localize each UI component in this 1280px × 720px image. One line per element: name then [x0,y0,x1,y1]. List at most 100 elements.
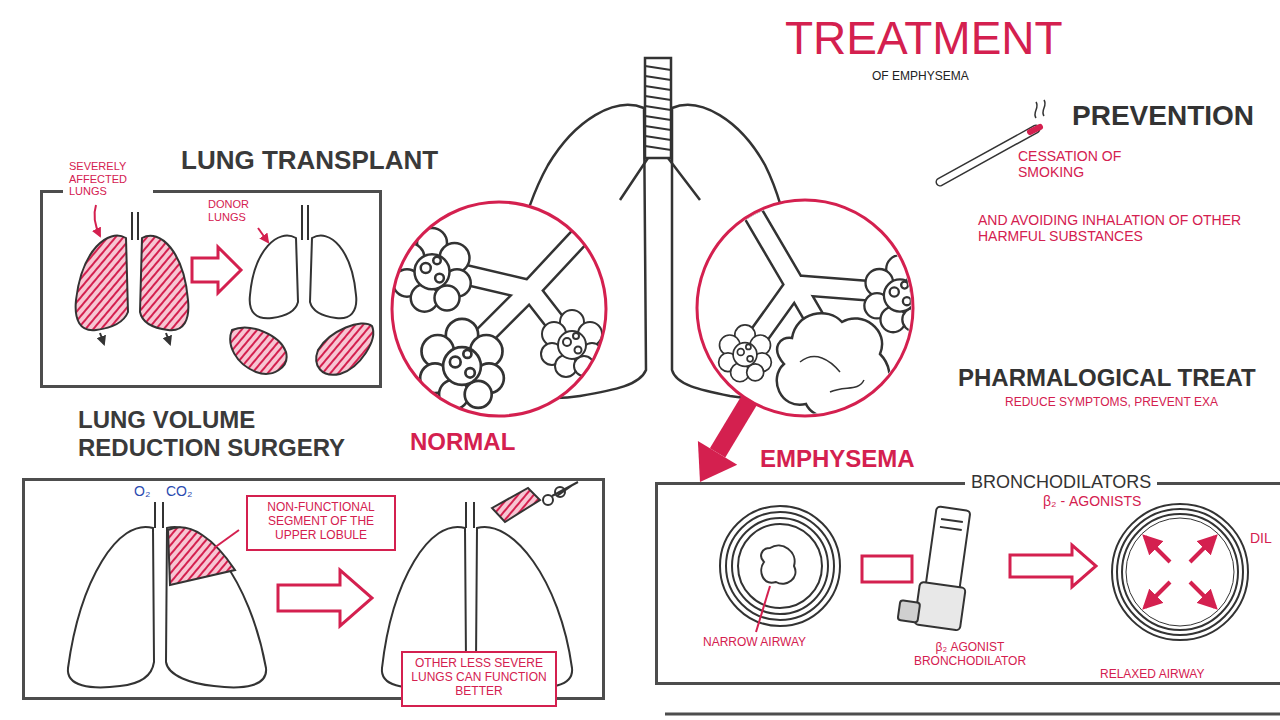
lungs-before [168,527,235,585]
emphysema-alveoli [719,205,936,418]
diseased-lungs [140,236,188,330]
zoom-ground [391,201,607,417]
narrow-airway [732,518,828,614]
diseased-lungs [76,236,128,331]
dilation-arrows [1145,582,1170,607]
note: CESSATION OF SMOKING [1018,148,1158,180]
lungs-after [492,488,540,522]
removal-arrow [100,333,170,344]
arrowhead [698,441,737,482]
callout-box: NON-FUNCTIONAL SEGMENT OF THE UPPER LOBU… [246,495,396,551]
panel-heading: LUNG VOLUME REDUCTION SURGERY [78,406,368,461]
block-arrow [278,570,372,626]
narrow-airway [720,506,840,626]
removed-lobes [230,323,373,374]
circle-outline [695,198,915,418]
donor-lungs [302,205,308,240]
lungs-before [68,502,266,687]
callout-box: OTHER LESS SEVERE LUNGS CAN FUNCTION BET… [401,651,557,707]
section-heading: PREVENTION [1072,100,1254,132]
inhaler [925,506,970,592]
circle-outline [392,202,606,416]
connector-arrow [698,400,749,482]
dilation-arrows [1190,537,1215,562]
relaxed-airway [1122,514,1238,630]
callout-text: NON-FUNCTIONAL SEGMENT OF THE UPPER LOBU… [253,501,389,542]
inhaler [898,600,921,623]
relaxed-airway [1117,509,1243,635]
scissors [552,482,578,496]
panel-subheading: β₂ - AGONISTS [1043,493,1141,509]
relaxed-airway [1112,504,1248,640]
narrow-airway [738,524,822,608]
lungs-outline [620,158,700,200]
emphysema-alveoli [864,255,935,332]
scissors [543,495,553,505]
leader-line [214,530,239,548]
donor-lungs [310,236,356,319]
normal-alveoli [420,319,504,409]
panel-heading: LUNG TRANSPLANT [181,146,438,176]
inhaler [897,503,976,631]
title: TREATMENT [785,12,1063,65]
scissors [543,482,578,505]
circle-label: NORMAL [410,428,515,456]
note: AND AVOIDING INHALATION OF OTHER HARMFUL… [978,212,1258,244]
emphysema-alveoli [800,357,864,392]
treatment-panel: LUNG VOLUME REDUCTION SURGERYNON-FUNCTIO… [22,478,605,700]
next-panel-edge [665,713,1280,716]
emphysema-alveoli [719,325,772,382]
removed-lobes [316,323,373,374]
donor-lungs [250,236,298,319]
annotation: SEVERELY AFFECTED LUNGS [63,160,153,198]
gas-label: CO₂ [166,483,192,499]
lungs-before [68,527,154,687]
removed-lobes [230,328,286,374]
leader-line [756,586,770,632]
trachea [645,58,671,158]
cigarette [1035,100,1045,118]
lungs-before [166,527,266,687]
trachea [645,66,671,150]
normal-alveoli [541,310,603,377]
narrow-airway [726,512,834,620]
dilation-arrows [1145,537,1215,607]
donor-lungs [250,205,357,318]
circle-outline [697,200,913,416]
leader-line [258,228,268,242]
dilation-arrows [1145,537,1170,562]
dilation-arrows [1190,582,1215,607]
inhaler [940,519,963,530]
relaxed-airway [1126,518,1234,626]
gas-label: O₂ [134,483,150,499]
emphysema-alveoli [777,313,890,418]
narrow-airway [720,506,840,626]
cigarette [1030,127,1040,132]
diseased-lungs [76,212,189,330]
annotation: RELAXED AIRWAY [1100,668,1204,682]
circle-outline [388,200,610,418]
trachea [645,58,671,158]
removal-arrow [100,333,104,344]
annotation: DONOR LUNGS [208,198,264,223]
zoom-circle: NORMAL [388,200,610,418]
normal-alveoli [393,215,603,409]
block-shape [862,556,912,582]
connector-line [718,400,750,452]
leader-line [94,205,100,236]
callout-text: OTHER LESS SEVERE LUNGS CAN FUNCTION BET… [408,657,550,698]
panel-heading: BRONCHODILATORS [965,472,1157,493]
relaxed-airway [1112,504,1248,640]
zoom-circle: EMPHYSEMA [695,198,915,418]
lungs-before [155,502,163,528]
block-arrow [192,247,241,293]
annotation: DIL [1250,530,1272,546]
diseased-lungs [132,212,138,240]
lungs-after [466,502,474,528]
annotation: β₂ AGONIST BRONCHODILATOR [905,641,1035,669]
narrow-airway [761,545,795,583]
subtitle: OF EMPHYSEMA [872,70,969,84]
block-arrow [1010,545,1096,587]
inhaler [914,582,966,631]
